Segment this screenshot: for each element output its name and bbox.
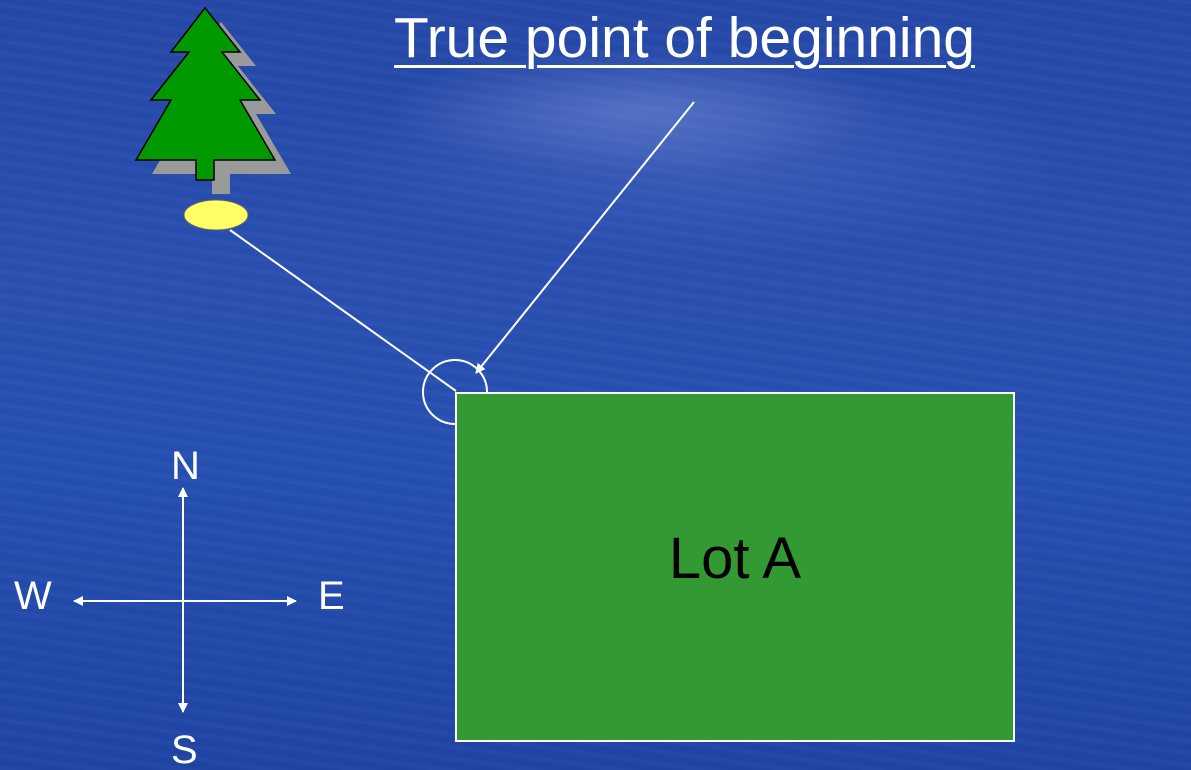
lot-a-parcel: Lot A [455, 392, 1015, 742]
lot-label: Lot A [668, 526, 802, 591]
compass-south-label: S [171, 728, 198, 770]
pine-tree-icon [134, 6, 291, 194]
compass-east-label: E [318, 574, 345, 618]
compass-west-label: W [14, 574, 52, 618]
compass-north-label: N [171, 444, 200, 488]
diagram-title: True point of beginning [394, 6, 975, 70]
compass-arrows [73, 487, 297, 713]
pointer-arrow [475, 101, 695, 374]
bearing-line [229, 229, 457, 392]
yellow-marker-icon [183, 199, 249, 231]
